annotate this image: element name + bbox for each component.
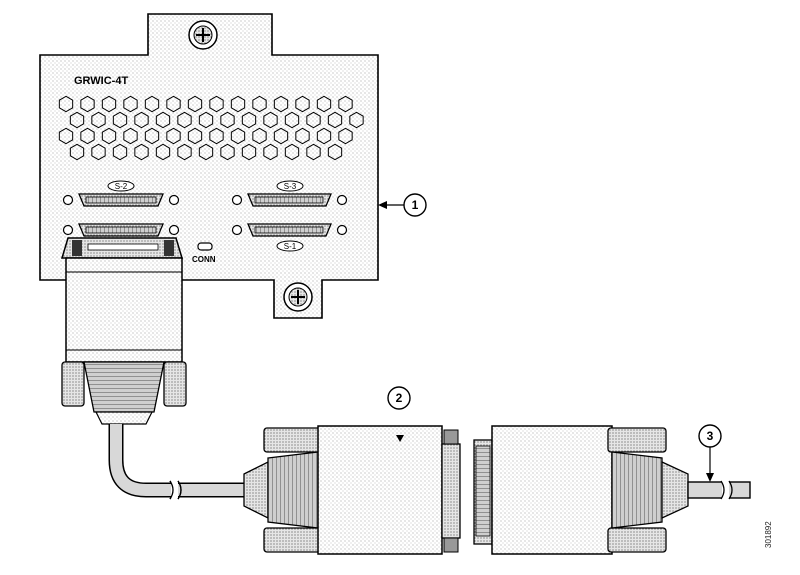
- callout-2: 2: [387, 386, 411, 410]
- module-cable-connector: [60, 237, 187, 425]
- conn-led: [197, 242, 213, 251]
- svg-text:2: 2: [396, 391, 403, 405]
- svg-text:S-2: S-2: [115, 182, 128, 191]
- right-network-connector: [473, 425, 689, 555]
- port-label-s3: S-3: [276, 180, 304, 192]
- outgoing-cable: [687, 480, 751, 500]
- port-s0: [62, 223, 180, 237]
- left-network-connector: [243, 425, 461, 555]
- port-label-s1: S-1: [276, 240, 304, 252]
- bottom-mounting-screw: [283, 282, 313, 312]
- module-name: GRWIC-4T: [74, 75, 128, 87]
- svg-text:1: 1: [412, 198, 419, 212]
- port-s2: [62, 193, 180, 207]
- callout-3: 3: [698, 424, 722, 482]
- svg-text:S-3: S-3: [284, 182, 297, 191]
- art-number: 301892: [764, 521, 773, 548]
- conn-label: CONN: [192, 255, 216, 264]
- top-mounting-screw: [188, 20, 218, 50]
- serial-cable: [108, 424, 250, 500]
- port-s1: [231, 223, 348, 237]
- svg-text:3: 3: [707, 429, 714, 443]
- svg-text:S-1: S-1: [284, 242, 297, 251]
- port-s3: [231, 193, 348, 207]
- port-label-s2: S-2: [107, 180, 135, 192]
- callout-1: 1: [378, 193, 427, 217]
